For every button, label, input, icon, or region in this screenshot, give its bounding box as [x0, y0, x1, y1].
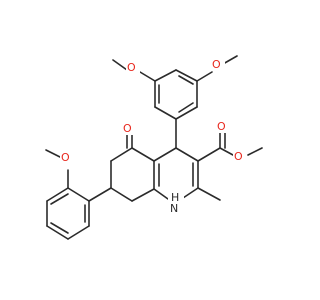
cyclohexanone-ring [110, 147, 155, 202]
bond [197, 147, 221, 162]
bond [154, 106, 177, 120]
bond [139, 71, 156, 82]
bond [88, 187, 112, 202]
molecule-diagram: O O O O O O H N [45, 55, 263, 240]
bond [112, 59, 128, 71]
bond [219, 147, 234, 156]
oxygen-label: O [61, 151, 70, 164]
oxygen-label: O [217, 120, 226, 133]
double-bond-inner [50, 193, 69, 205]
bond [197, 187, 221, 201]
double-bond-inner [178, 102, 194, 113]
nitrogen-label: N [170, 202, 178, 215]
bond [131, 188, 155, 202]
bond [46, 187, 69, 202]
bond [175, 69, 198, 82]
atom-o-methoxy-left: O [126, 60, 140, 74]
dihydropyridine-ring [153, 147, 199, 200]
atom-o-ester-ether: O [233, 149, 247, 163]
bond [154, 69, 177, 82]
oxygen-label: O [127, 61, 136, 74]
atom-o-methoxy-top: O [211, 57, 225, 71]
bond [153, 188, 169, 200]
bond [222, 55, 238, 65]
bond [67, 187, 90, 202]
bond [182, 187, 199, 199]
hydrogen-label: H [171, 191, 179, 204]
atom-nh: H N [168, 190, 184, 215]
oxygen-label: O [234, 150, 243, 163]
bond [131, 147, 155, 162]
molecule-structure: O O O O O O H N [45, 55, 263, 240]
dimethoxyphenyl-ring [154, 69, 198, 120]
double-bond-inner [50, 222, 69, 234]
bond [110, 147, 133, 162]
bond [46, 225, 69, 240]
atom-o-ester-carbonyl: O [216, 119, 230, 133]
bond [45, 149, 61, 158]
double-bond-inner [178, 75, 194, 85]
bond [175, 147, 199, 162]
methoxyphenyl-ring [46, 187, 90, 240]
bond [153, 147, 177, 162]
atom-o-methoxy-aryl: O [60, 150, 74, 164]
bond [67, 225, 90, 240]
bond [196, 71, 213, 82]
bond [110, 187, 133, 202]
bond [247, 147, 263, 156]
atom-o-ketone: O [122, 121, 136, 135]
bond [175, 106, 198, 120]
oxygen-label: O [123, 122, 132, 135]
oxygen-label: O [212, 58, 221, 71]
